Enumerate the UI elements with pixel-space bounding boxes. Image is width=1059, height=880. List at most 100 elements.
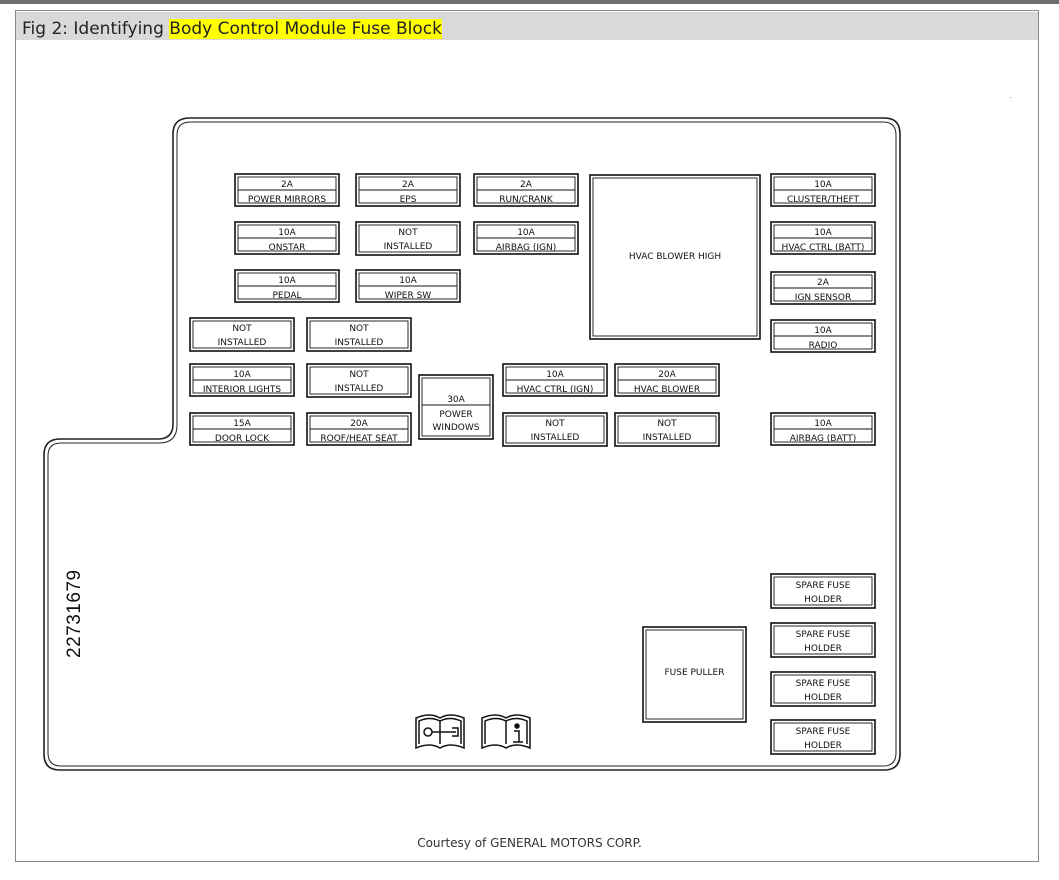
- not-installed-line2: INSTALLED: [531, 433, 580, 443]
- fuse-amp: 2A: [817, 278, 830, 288]
- fuse-label: HVAC CTRL (BATT): [782, 243, 865, 253]
- spare-line1: SPARE FUSE: [796, 630, 851, 640]
- fuse-puller: FUSE PULLER: [642, 626, 747, 723]
- not-installed-line2: INSTALLED: [643, 433, 692, 443]
- special-group: 30A POWER WINDOWS HVAC BLOWER HIGH FUSE PULL…: [418, 174, 761, 723]
- credit-text: Courtesy of GENERAL MOTORS CORP.: [417, 836, 642, 850]
- fuse-amp: 10A: [814, 326, 832, 336]
- figure-caption: Fig 2: Identifying Body Control Module F…: [22, 18, 442, 40]
- spare-fuse-holder: SPARE FUSE HOLDER: [770, 622, 876, 658]
- power-windows-line2: WINDOWS: [433, 423, 480, 433]
- spare-line1: SPARE FUSE: [796, 581, 851, 591]
- fuse-label: INTERIOR LIGHTS: [203, 385, 282, 395]
- spare-fuse-holder: SPARE FUSE HOLDER: [770, 719, 876, 755]
- fuse-amp: 10A: [233, 370, 251, 380]
- fuse-ign-sensor: 2A IGN SENSOR: [770, 271, 876, 305]
- not-installed-line1: NOT: [349, 324, 369, 334]
- fuse-amp: 20A: [658, 370, 676, 380]
- fuse-label: HVAC CTRL (IGN): [517, 385, 594, 395]
- fuse-cluster-theft: 10A CLUSTER/THEFT: [770, 173, 876, 207]
- fuse-onstar: 10A ONSTAR: [234, 221, 340, 255]
- not-installed-line2: INSTALLED: [218, 338, 267, 348]
- service-manual-icon: [415, 714, 465, 750]
- not-installed-slot: NOT INSTALLED: [614, 412, 720, 447]
- fuse-label: ROOF/HEAT SEAT: [320, 434, 398, 444]
- owner-manual-info-icon: [481, 714, 531, 750]
- fuse-interior-lights: 10A INTERIOR LIGHTS: [189, 363, 295, 397]
- fuse-amp: 10A: [814, 419, 832, 429]
- spare-line1: SPARE FUSE: [796, 727, 851, 737]
- fuse-label: IGN SENSOR: [795, 293, 851, 303]
- fuse-amp: 10A: [399, 276, 417, 286]
- fuse-hvac-ctrl-ign: 10A HVAC CTRL (IGN): [502, 363, 608, 397]
- fuse-amp: 10A: [278, 228, 296, 238]
- spare-line2: HOLDER: [804, 741, 842, 751]
- fuse-amp: 15A: [233, 419, 251, 429]
- not-installed-slot: NOT INSTALLED: [306, 363, 412, 398]
- fuse-label: CLUSTER/THEFT: [787, 195, 860, 205]
- housing-outline-inner: [47, 121, 897, 767]
- fuse-hvac-ctrl-batt: 10A HVAC CTRL (BATT): [770, 221, 876, 255]
- spare-line2: HOLDER: [804, 693, 842, 703]
- not-installed-line1: NOT: [232, 324, 252, 334]
- fuse-amp: 20A: [350, 419, 368, 429]
- not-installed-line2: INSTALLED: [335, 338, 384, 348]
- fuse-airbag-batt: 10A AIRBAG (BATT): [770, 412, 876, 446]
- stray-dot: [1010, 97, 1011, 98]
- not-installed-line2: INSTALLED: [335, 384, 384, 394]
- hvac-blower-high-label: HVAC BLOWER HIGH: [629, 252, 721, 262]
- fuse-power-mirrors: 2A POWER MIRRORS: [234, 173, 340, 207]
- not-installed-slot: NOT INSTALLED: [502, 412, 608, 447]
- fuse-label: AIRBAG (IGN): [496, 243, 556, 253]
- spare-line2: HOLDER: [804, 595, 842, 605]
- not-installed-line2: INSTALLED: [384, 242, 433, 252]
- fuse-hvac-blower: 20A HVAC BLOWER: [614, 363, 720, 397]
- fuse-radio: 10A RADIO: [770, 319, 876, 353]
- fuse-amp: 10A: [278, 276, 296, 286]
- fuse-label: RADIO: [809, 341, 838, 351]
- fuse-label: PEDAL: [272, 291, 301, 301]
- not-installed-slot: NOT INSTALLED: [355, 221, 461, 256]
- fuse-amp: 10A: [546, 370, 564, 380]
- fuse-label: POWER MIRRORS: [248, 195, 326, 205]
- not-installed-line1: NOT: [545, 419, 565, 429]
- fuse-label: ONSTAR: [269, 243, 306, 253]
- top-border: [0, 0, 1059, 4]
- not-installed-line1: NOT: [398, 228, 418, 238]
- fuse-label: AIRBAG (BATT): [790, 434, 857, 444]
- fuse-roof-heat-seat: 20A ROOF/HEAT SEAT: [306, 412, 412, 446]
- housing-outline-outer: [43, 117, 901, 771]
- spare-line2: HOLDER: [804, 644, 842, 654]
- fuse-amp: 2A: [520, 180, 533, 190]
- power-windows-amp: 30A: [447, 395, 465, 405]
- fuse-label: DOOR LOCK: [215, 434, 270, 444]
- not-installed-slot: NOT INSTALLED: [189, 317, 295, 352]
- caption-prefix: Fig 2: Identifying: [22, 19, 170, 39]
- not-installed-line1: NOT: [349, 370, 369, 380]
- part-number: 22731679: [64, 569, 85, 658]
- caption-highlight: Body Control Module Fuse Block: [169, 19, 442, 39]
- not-installed-line1: NOT: [657, 419, 677, 429]
- spare-fuse-holder: SPARE FUSE HOLDER: [770, 671, 876, 707]
- fuse-run-crank: 2A RUN/CRANK: [473, 173, 579, 207]
- fuse-amp: 10A: [814, 228, 832, 238]
- fuse-amp: 10A: [517, 228, 535, 238]
- fuse-amp: 10A: [814, 180, 832, 190]
- fuse-puller-label: FUSE PULLER: [664, 668, 724, 678]
- fuse-airbag-ign: 10A AIRBAG (IGN): [473, 221, 579, 255]
- spare-fuse-holder: SPARE FUSE HOLDER: [770, 573, 876, 609]
- fuse-door-lock: 15A DOOR LOCK: [189, 412, 295, 446]
- spare-line1: SPARE FUSE: [796, 679, 851, 689]
- fuse-power-windows: 30A POWER WINDOWS: [418, 374, 494, 440]
- fuse-amp: 2A: [281, 180, 294, 190]
- fuse-label: RUN/CRANK: [499, 195, 554, 205]
- fuse-label: HVAC BLOWER: [634, 385, 700, 395]
- not-installed-slot: NOT INSTALLED: [306, 317, 412, 352]
- power-windows-line1: POWER: [439, 410, 472, 420]
- fuse-pedal: 10A PEDAL: [234, 269, 340, 303]
- hvac-blower-high-relay: HVAC BLOWER HIGH: [589, 174, 761, 340]
